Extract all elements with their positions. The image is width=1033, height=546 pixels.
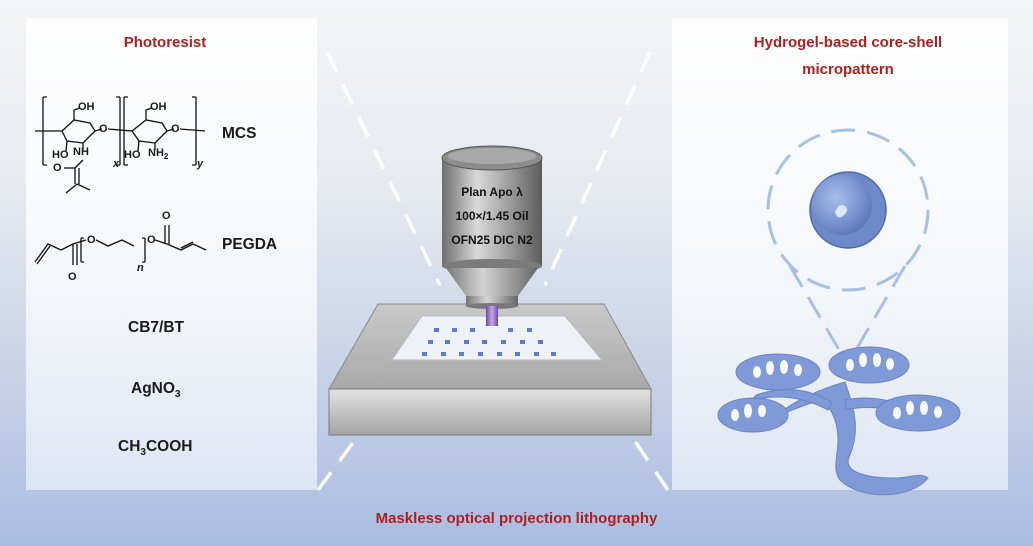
mcs-o-1: O: [99, 123, 108, 135]
mcs-x: x: [113, 158, 120, 170]
agno3-label: AgNO3: [131, 380, 181, 401]
photoresist-panel: [26, 18, 317, 490]
pegda-o-3: O: [162, 210, 171, 222]
pegda-structure: [34, 225, 207, 265]
photoresist-title: Photoresist: [123, 34, 207, 51]
pegda-o-4: O: [68, 271, 77, 283]
micropattern-title-line2: micropattern: [802, 61, 894, 78]
mcs-oh-2: OH: [150, 101, 167, 113]
mcs-o-2: O: [171, 123, 180, 135]
mcs-ho-2: HO: [124, 149, 141, 161]
mcs-oh-1: OH: [78, 101, 95, 113]
cover-slip: [391, 315, 604, 361]
mcs-carbonyl-o: O: [53, 162, 62, 174]
mcs-y: y: [197, 158, 204, 170]
objective-lens: [441, 145, 543, 326]
pegda-n: n: [137, 262, 144, 274]
mcs-nh2: NH2: [148, 147, 169, 162]
laser-tip: [486, 306, 498, 326]
mcs-nh: NH: [73, 146, 89, 158]
pegda-o-2: O: [147, 234, 156, 246]
mcs-label: MCS: [222, 125, 257, 142]
objective-line-1: Plan Apo λ: [461, 185, 523, 199]
mcs-structure: [35, 96, 206, 194]
objective-line-3: OFN25 DIC N2: [451, 233, 533, 247]
micropattern-title-line1: Hydrogel-based core-shell: [753, 34, 943, 51]
acetic-acid-label: CH3COOH: [118, 438, 193, 459]
micropattern-array: [422, 328, 556, 356]
footer-title: Maskless optical projection lithography: [375, 510, 658, 527]
cb7-bt-label: CB7/BT: [128, 319, 184, 336]
mcs-ho-1: HO: [52, 149, 69, 161]
pegda-label: PEGDA: [222, 236, 278, 253]
sample-stage: [328, 303, 652, 436]
pegda-o-1: O: [87, 234, 96, 246]
core-shell-sphere: [809, 171, 887, 249]
zoom-callout: [766, 128, 930, 361]
bonsai-micropattern: [717, 346, 961, 496]
objective-line-2: 100×/1.45 Oil: [455, 209, 529, 223]
